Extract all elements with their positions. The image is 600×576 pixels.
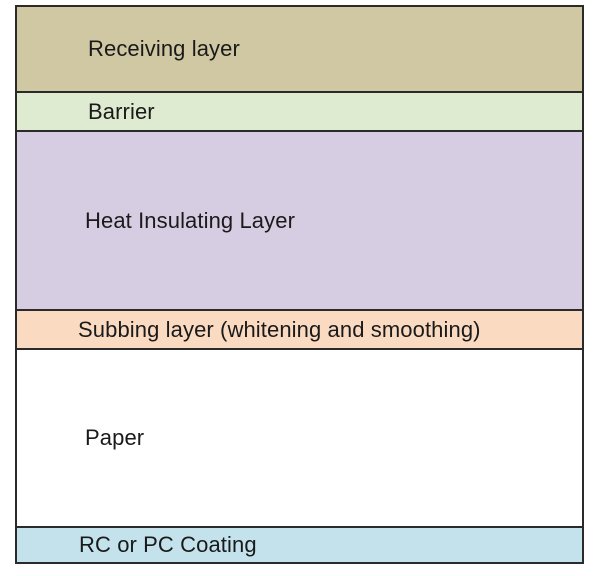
heat-insulating-layer: Heat Insulating Layer xyxy=(17,132,582,311)
coating-layer-label: RC or PC Coating xyxy=(79,532,257,557)
barrier-layer-label: Barrier xyxy=(88,98,155,124)
receiving-layer-label: Receiving layer xyxy=(88,36,240,61)
layer-stack-diagram: Receiving layer Barrier Heat Insulating … xyxy=(15,5,584,564)
barrier-layer: Barrier xyxy=(17,93,582,132)
heat-insulating-layer-label: Heat Insulating Layer xyxy=(85,207,296,233)
subbing-layer-label: Subbing layer (whitening and smoothing) xyxy=(78,316,481,342)
paper-layer-label: Paper xyxy=(85,425,145,450)
receiving-layer: Receiving layer xyxy=(17,7,582,93)
paper-layer: Paper xyxy=(17,350,582,528)
coating-layer: RC or PC Coating xyxy=(17,528,582,562)
subbing-layer: Subbing layer (whitening and smoothing) xyxy=(17,311,582,350)
